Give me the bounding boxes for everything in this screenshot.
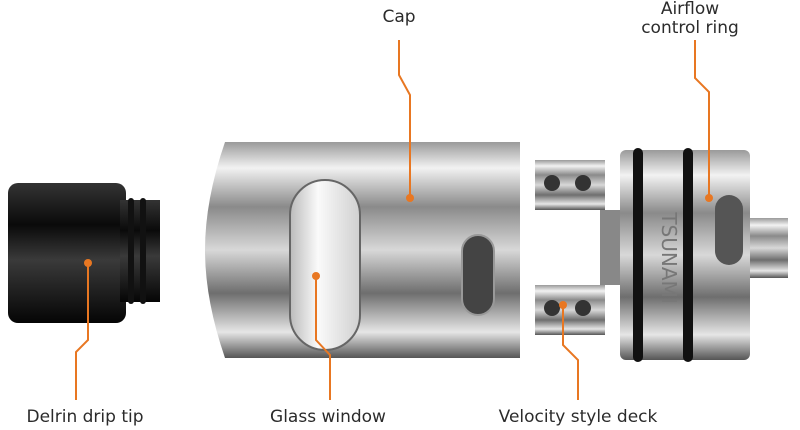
label-cap: Cap — [382, 7, 416, 27]
label-drip-tip: Delrin drip tip — [26, 407, 144, 427]
leader-line-glass-window — [315, 276, 331, 400]
label-deck: Velocity style deck — [498, 407, 658, 427]
leader-dot-glass-window — [312, 272, 320, 280]
delrin-drip-tip — [8, 183, 160, 323]
leader-dot-drip-tip — [84, 259, 92, 267]
label-airflow: Airflow control ring — [641, 0, 739, 38]
leader-line-drip-tip — [75, 263, 89, 400]
label-airflow-line1: Airflow — [660, 0, 720, 19]
glass-window-part — [289, 179, 361, 351]
leader-dot-airflow — [705, 194, 713, 202]
leader-dot-cap — [406, 194, 414, 202]
deck-engraving: TSUNAMI — [657, 211, 681, 303]
leader-line-cap — [398, 40, 411, 198]
leader-line-deck — [562, 305, 579, 400]
cap-part — [205, 142, 520, 358]
velocity-deck: TSUNAMI — [535, 148, 788, 362]
leader-dot-deck — [559, 301, 567, 309]
label-airflow-line2: control ring — [641, 18, 739, 38]
leader-line-airflow — [694, 40, 710, 198]
label-glass-window: Glass window — [270, 407, 386, 427]
